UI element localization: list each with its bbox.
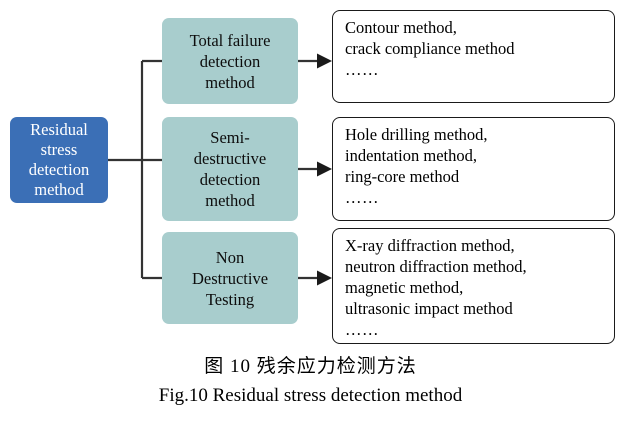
arrowhead-icon-3 — [317, 270, 332, 286]
methods-node-total-failure: Contour method, crack compliance method … — [332, 10, 615, 103]
methods-node-semi-destructive: Hole drilling method, indentation method… — [332, 117, 615, 221]
category-node-non-destructive-testing: Non Destructive Testing — [162, 232, 298, 324]
root-node-line: Residual — [30, 120, 88, 139]
arrowhead-icon-1 — [317, 53, 332, 69]
method-line: indentation method, — [345, 146, 477, 165]
category-node-line: Semi- — [210, 128, 250, 147]
figure-caption-chinese: 图 10 残余应力检测方法 — [204, 356, 417, 377]
method-line: Contour method, — [345, 18, 457, 37]
method-line: ring-core method — [345, 167, 460, 186]
methods-node-non-destructive: X-ray diffraction method, neutron diffra… — [332, 228, 615, 344]
method-line: Hole drilling method, — [345, 125, 488, 144]
root-node-line: detection — [28, 160, 90, 179]
category-node-line: method — [205, 72, 255, 92]
figure-caption: 图 10 残余应力检测方法 Fig.10 Residual stress det… — [0, 352, 621, 410]
category-node-line: destructive — [193, 149, 267, 168]
category-node-line: detection — [199, 170, 261, 189]
method-line: crack compliance method — [345, 39, 515, 58]
category-node-line: Total failure — [189, 30, 271, 50]
method-ellipsis: …… — [345, 188, 379, 207]
method-ellipsis: …… — [345, 60, 379, 79]
figure-diagram: Residual stress detection method Total f… — [10, 10, 615, 344]
category-node-line: detection — [199, 51, 261, 71]
arrowhead-icon-2 — [317, 161, 332, 177]
category-node-semi-destructive-detection-method: Semi- destructive detection method — [162, 117, 298, 221]
connector-lines — [108, 53, 332, 286]
category-node-line: Destructive — [191, 268, 269, 288]
category-node-line: method — [205, 191, 255, 210]
root-node-line: method — [34, 180, 84, 199]
method-line: X-ray diffraction method, — [345, 236, 515, 255]
figure-caption-english: Fig.10 Residual stress detection method — [158, 385, 463, 406]
method-ellipsis: …… — [345, 320, 379, 339]
root-node-line: stress — [40, 140, 78, 159]
method-line: neutron diffraction method, — [345, 257, 527, 276]
root-node-residual-stress-detection-method: Residual stress detection method — [10, 117, 108, 203]
category-node-total-failure-detection-method: Total failure detection method — [162, 18, 298, 104]
method-line: ultrasonic impact method — [345, 299, 513, 318]
category-node-line: Testing — [205, 289, 255, 309]
method-line: magnetic method, — [345, 278, 464, 297]
category-node-line: Non — [215, 247, 245, 267]
